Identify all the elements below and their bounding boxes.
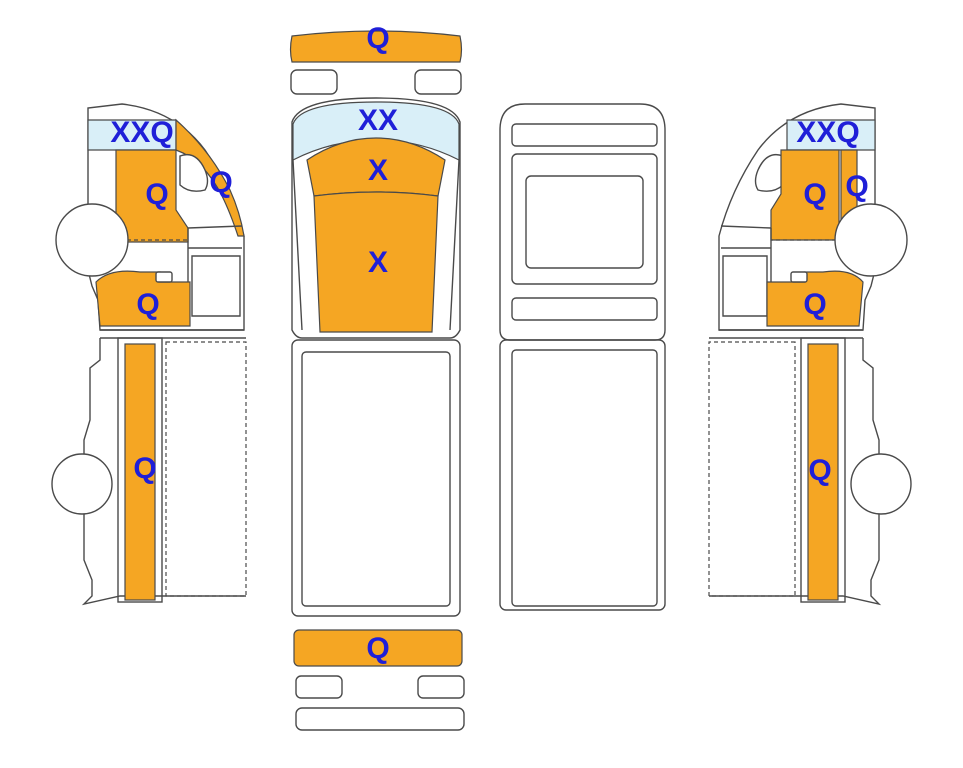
label-right-pillar: Q — [845, 170, 868, 203]
right-side-view — [708, 103, 912, 606]
taillight-right — [417, 675, 465, 699]
plan-view — [499, 103, 666, 611]
left-door-frame — [187, 225, 243, 318]
side-mirror-lines — [292, 159, 460, 331]
front-bumper-panel — [289, 30, 463, 63]
right-bed-dashed-area — [708, 341, 796, 597]
left-bed-side-panel — [124, 343, 156, 601]
left-front-wheel — [55, 203, 129, 277]
right-side-window — [754, 153, 784, 192]
right-cab-outline — [718, 103, 876, 331]
right-front-wheel — [834, 203, 908, 277]
left-fuel-door — [155, 271, 173, 283]
right-fuel-door — [790, 271, 808, 283]
label-right-door: Q — [803, 178, 826, 211]
left-side-window — [179, 153, 209, 192]
headlight-right — [414, 69, 462, 95]
label-left-door: Q — [145, 178, 168, 211]
left-bed-dashed-area — [165, 341, 247, 597]
headlight-left — [290, 69, 338, 95]
right-rear-wheel — [850, 453, 912, 515]
left-rocker-panel — [95, 270, 191, 327]
left-bed-frame — [117, 337, 163, 603]
plan-rear-strip — [511, 297, 658, 321]
cab-outline — [291, 97, 461, 339]
label-right-rocker: Q — [803, 288, 826, 321]
label-hood-front: X — [368, 154, 388, 187]
plan-cab-outline — [499, 103, 666, 341]
label-hood-rear: X — [368, 246, 388, 279]
rear-step — [295, 707, 465, 731]
bed-floor — [301, 351, 451, 607]
plan-roof — [511, 153, 658, 285]
plan-sunroof — [525, 175, 644, 269]
right-door-frame — [720, 225, 772, 318]
label-windshield: XX — [358, 104, 398, 137]
plan-roof-strip — [511, 123, 658, 147]
top-view — [289, 30, 465, 731]
left-rear-wheel — [51, 453, 113, 515]
label-top-bumper: Q — [366, 22, 389, 55]
label-right-windshield: XXQ — [796, 116, 859, 149]
bed-outline — [291, 339, 461, 617]
rear-bumper-panel — [293, 629, 463, 667]
right-rocker-panel — [766, 270, 864, 327]
plan-bed-floor — [511, 349, 658, 607]
taillight-left — [295, 675, 343, 699]
label-left-pillar: Q — [209, 166, 232, 199]
label-left-rocker: Q — [136, 288, 159, 321]
left-side-view — [51, 103, 247, 606]
right-bed-side-panel — [807, 343, 839, 601]
label-left-windshield: XXQ — [110, 116, 173, 149]
damage-labels: Q XX X X Q XXQ Q Q Q Q XXQ Q Q Q Q — [110, 22, 868, 665]
right-bed-frame — [800, 337, 846, 603]
label-right-bed-side: Q — [808, 454, 831, 487]
plan-bed-outline — [499, 339, 666, 611]
label-left-bed-side: Q — [133, 452, 156, 485]
hood-rear-panel — [313, 191, 439, 333]
label-bottom-bumper: Q — [366, 632, 389, 665]
